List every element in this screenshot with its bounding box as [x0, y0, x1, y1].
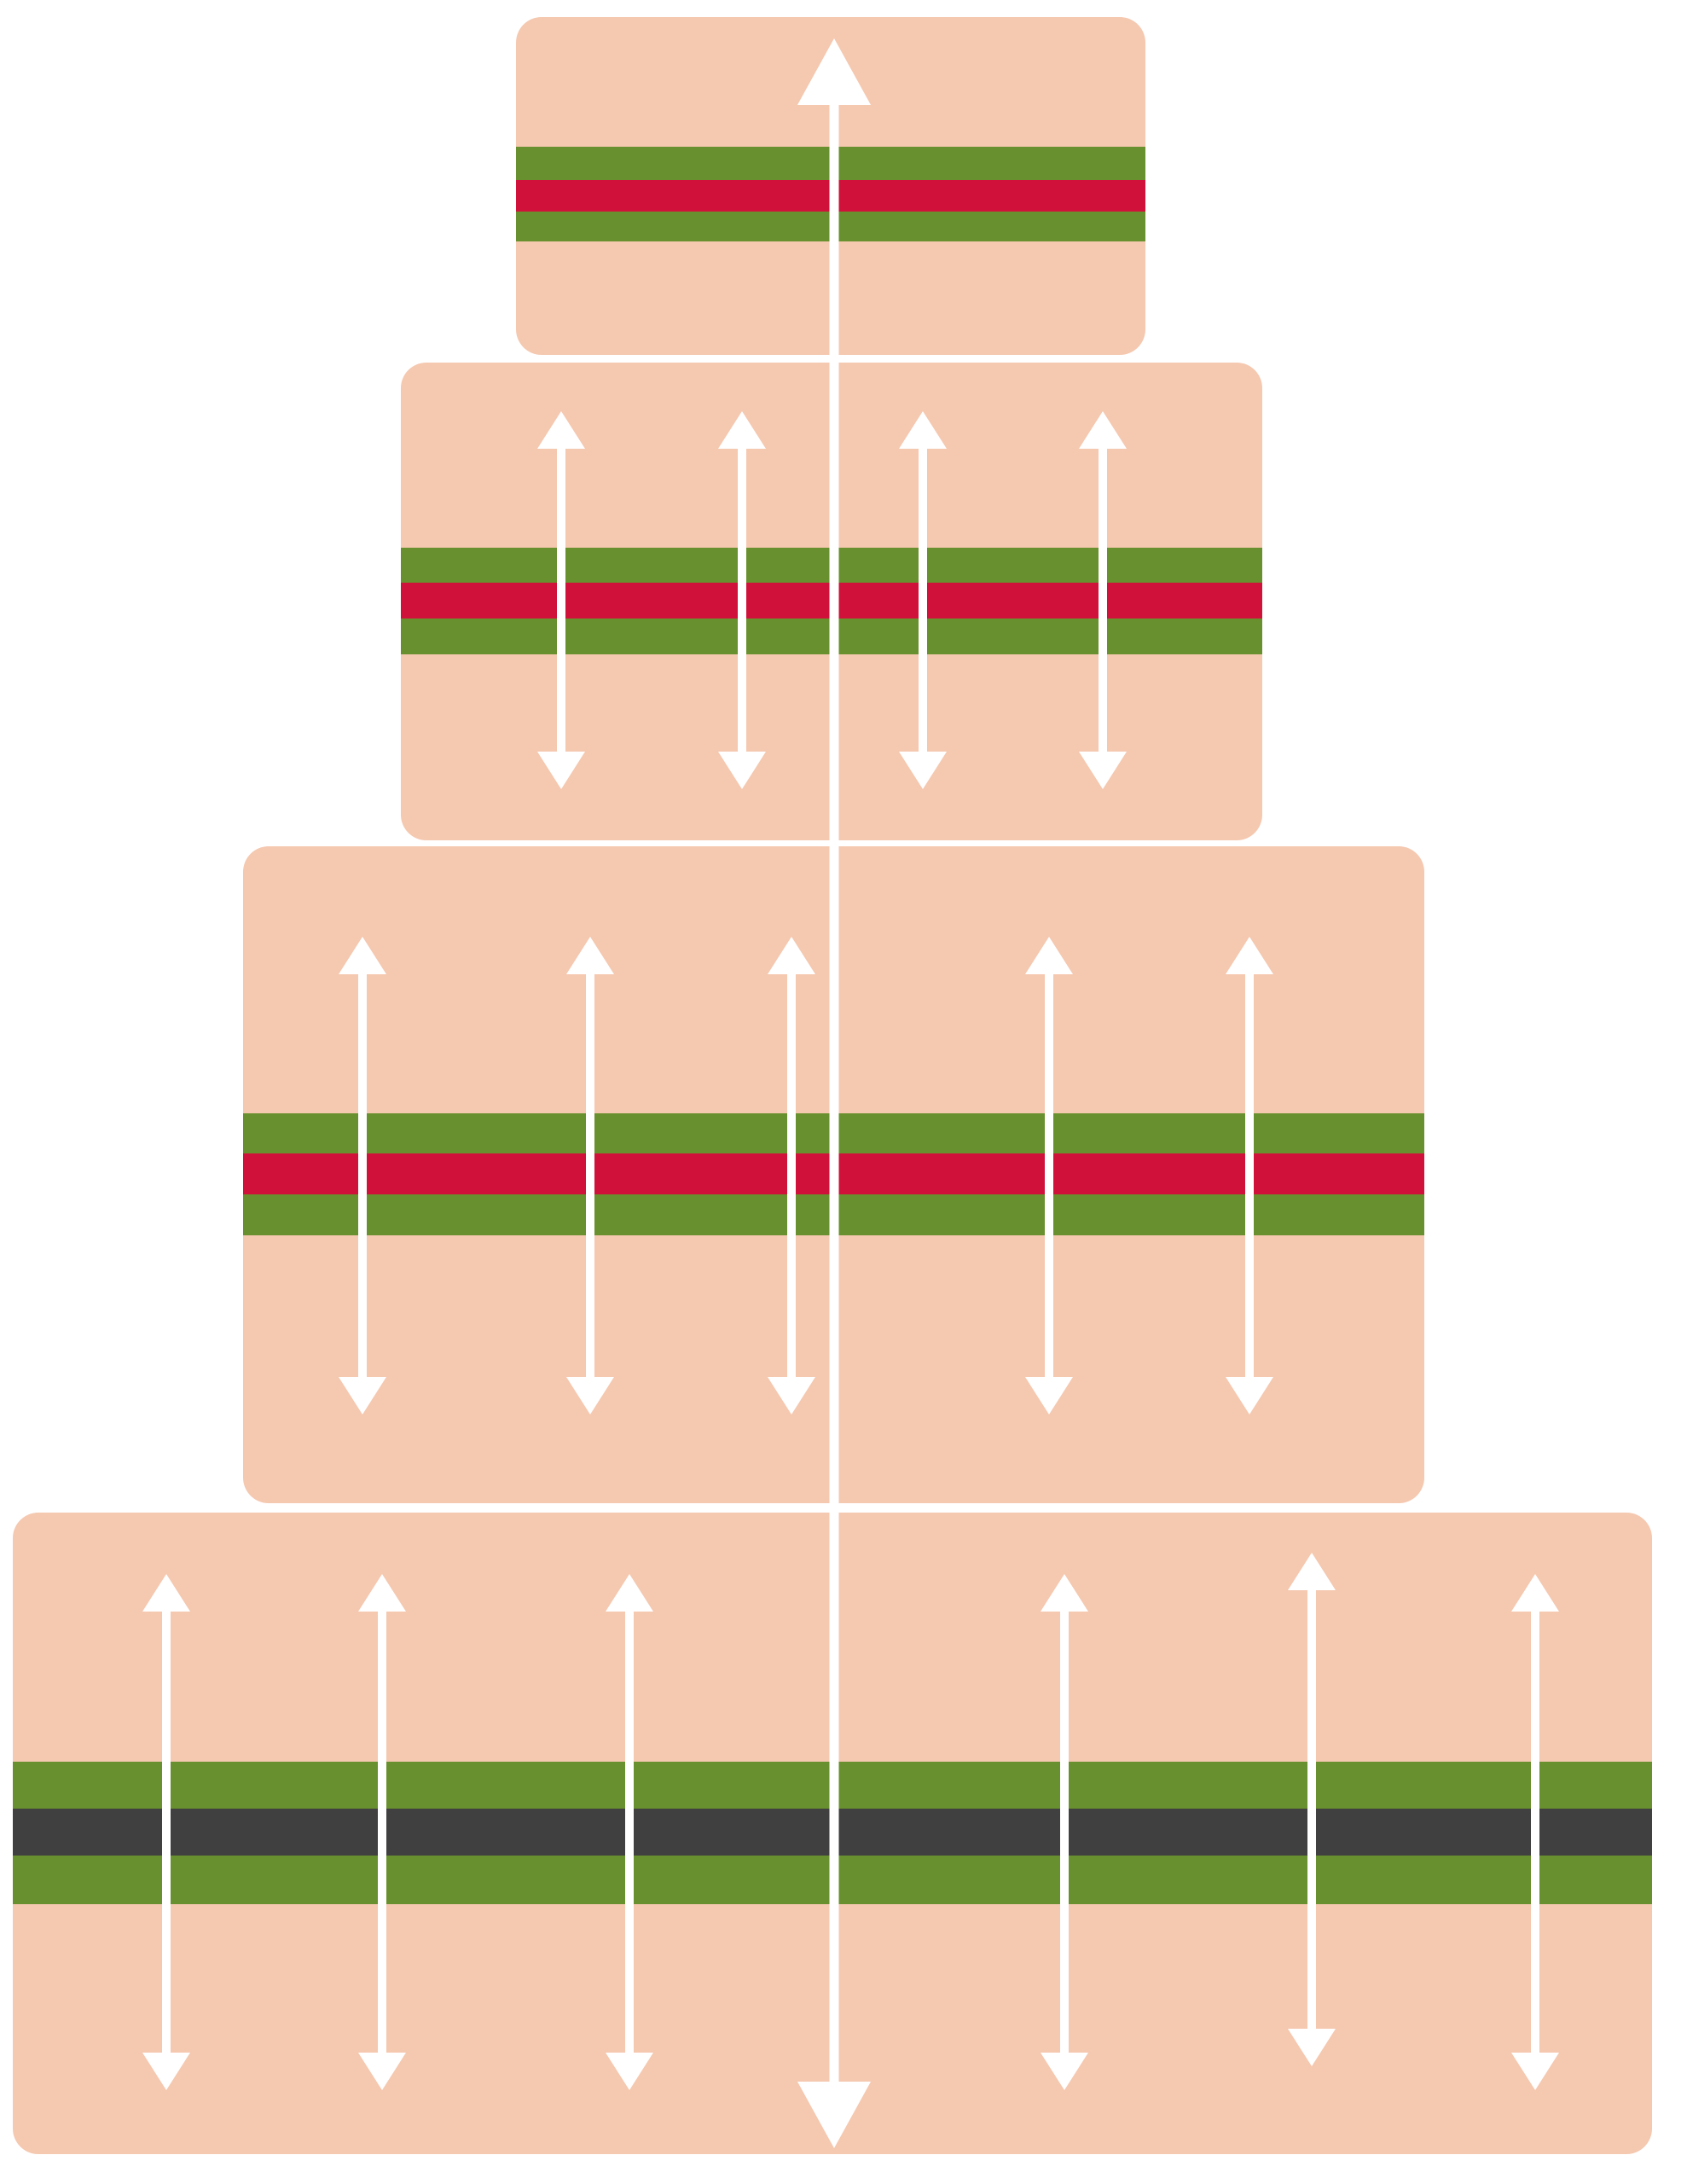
tier-4-double-arrow-icon	[142, 1574, 190, 2090]
tier-3-double-arrow-icon	[566, 937, 614, 1414]
tier-2-double-arrow-icon	[718, 411, 766, 789]
tier-2-double-arrow-icon	[537, 411, 585, 789]
tier-3-double-arrow-icon	[1025, 937, 1073, 1414]
tiers-layer	[13, 17, 1652, 2154]
tier-4-double-arrow-icon	[606, 1574, 653, 2090]
tier-3-double-arrow-icon	[768, 937, 815, 1414]
tier-4-double-arrow-icon	[358, 1574, 406, 2090]
tier-3-double-arrow-icon	[339, 937, 386, 1414]
tier-4-double-arrow-icon	[1511, 1574, 1559, 2090]
tier-4-double-arrow-icon	[1288, 1553, 1336, 2066]
tier-2-double-arrow-icon	[899, 411, 947, 789]
central-axis	[797, 38, 871, 2148]
tier-3-double-arrow-icon	[1226, 937, 1273, 1414]
double-headed-arrow-icon	[797, 38, 871, 2148]
tier-4-double-arrow-icon	[1041, 1574, 1088, 2090]
tier-2-double-arrow-icon	[1079, 411, 1127, 789]
